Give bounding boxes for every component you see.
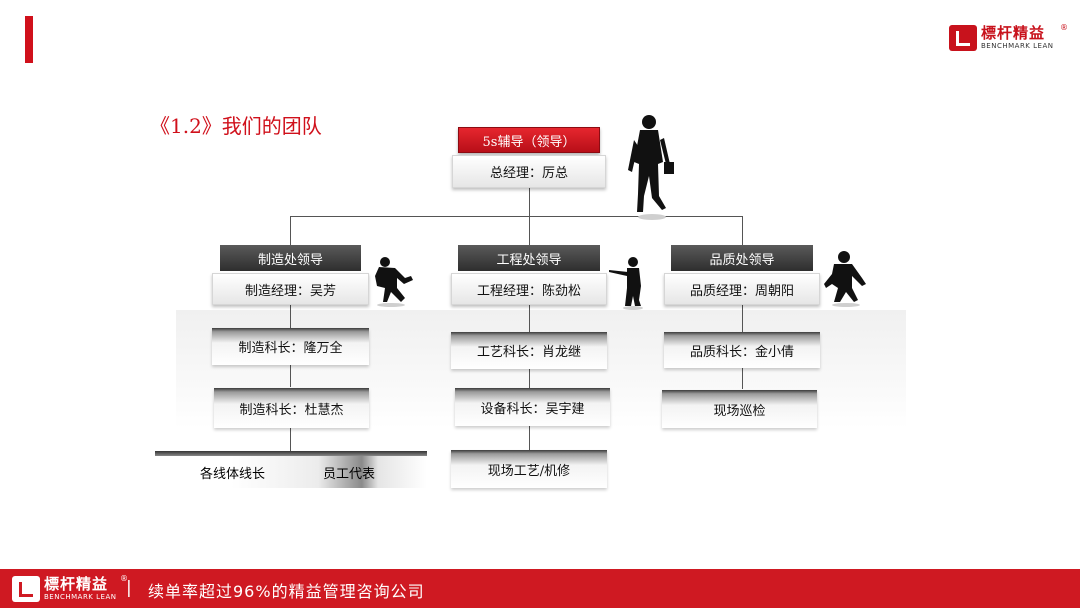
brand-logo: 標杆精益 BENCHMARK LEAN ® bbox=[949, 23, 1068, 51]
leader-name: 总经理：厉总 bbox=[452, 155, 606, 188]
line-leaders-and-staff-reps: 各线体线长 员工代表 bbox=[155, 451, 427, 488]
connector-d2-a bbox=[529, 304, 530, 332]
footer-bar bbox=[0, 569, 1080, 608]
dept-title-engineering: 工程处领导 bbox=[458, 245, 600, 271]
dept-title-quality: 品质处领导 bbox=[671, 245, 813, 271]
brand-name-cn: 標杆精益 bbox=[981, 24, 1046, 42]
footer-registered-mark: ® bbox=[120, 574, 128, 583]
member-engineering-2: 设备科长：吴宇建 bbox=[455, 388, 610, 426]
section-title: 《1.2》我们的团队 bbox=[150, 114, 322, 138]
connector-d2-c bbox=[529, 425, 530, 450]
staff-reps-label: 员工代表 bbox=[323, 467, 376, 482]
connector-dept-3 bbox=[742, 216, 743, 245]
member-quality-1: 品质科长：金小倩 bbox=[664, 332, 820, 368]
connector-dept-1 bbox=[290, 216, 291, 245]
brand-logo-icon bbox=[949, 25, 977, 51]
registered-mark: ® bbox=[1060, 23, 1068, 32]
manager-engineering: 工程经理：陈劲松 bbox=[451, 273, 607, 305]
connector-d1-c bbox=[290, 427, 291, 451]
member-engineering-3: 现场工艺/机修 bbox=[451, 450, 607, 488]
worker-silhouette-icon bbox=[824, 251, 866, 307]
connector-d1-b bbox=[290, 365, 291, 387]
leader-title: 5s辅导（领导） bbox=[458, 127, 600, 153]
pointer-figure-icon bbox=[609, 257, 643, 310]
member-manufacturing-2: 制造科长：杜慧杰 bbox=[214, 388, 369, 428]
connector-horizontal bbox=[290, 216, 743, 217]
footer-separator: | bbox=[126, 578, 132, 598]
brand-name-en: BENCHMARK LEAN bbox=[981, 42, 1054, 50]
manager-manufacturing: 制造经理：吴芳 bbox=[212, 273, 369, 305]
connector-d1-a bbox=[290, 304, 291, 328]
connector-d2-b bbox=[529, 368, 530, 388]
connector-d3-a bbox=[742, 304, 743, 332]
businessman-silhouette-icon bbox=[628, 115, 674, 220]
footer-brand-name-en: BENCHMARK LEAN bbox=[44, 593, 117, 601]
member-quality-2: 现场巡检 bbox=[662, 390, 817, 428]
footer-slogan: 续单率超过96%的精益管理咨询公司 bbox=[148, 582, 425, 601]
footer-logo: 標杆精益 BENCHMARK LEAN ® bbox=[12, 574, 128, 602]
line-leaders-label: 各线体线长 bbox=[200, 467, 266, 482]
footer-logo-icon bbox=[12, 576, 40, 602]
accent-bar bbox=[25, 16, 33, 63]
dept-title-manufacturing: 制造处领导 bbox=[220, 245, 361, 271]
runner-silhouette-icon bbox=[375, 257, 413, 307]
member-engineering-1: 工艺科长：肖龙继 bbox=[451, 332, 607, 369]
manager-quality: 品质经理：周朝阳 bbox=[664, 273, 820, 305]
footer-brand-name-cn: 標杆精益 bbox=[44, 575, 109, 593]
member-manufacturing-1: 制造科长：隆万全 bbox=[212, 328, 369, 365]
connector-d3-b bbox=[742, 367, 743, 389]
